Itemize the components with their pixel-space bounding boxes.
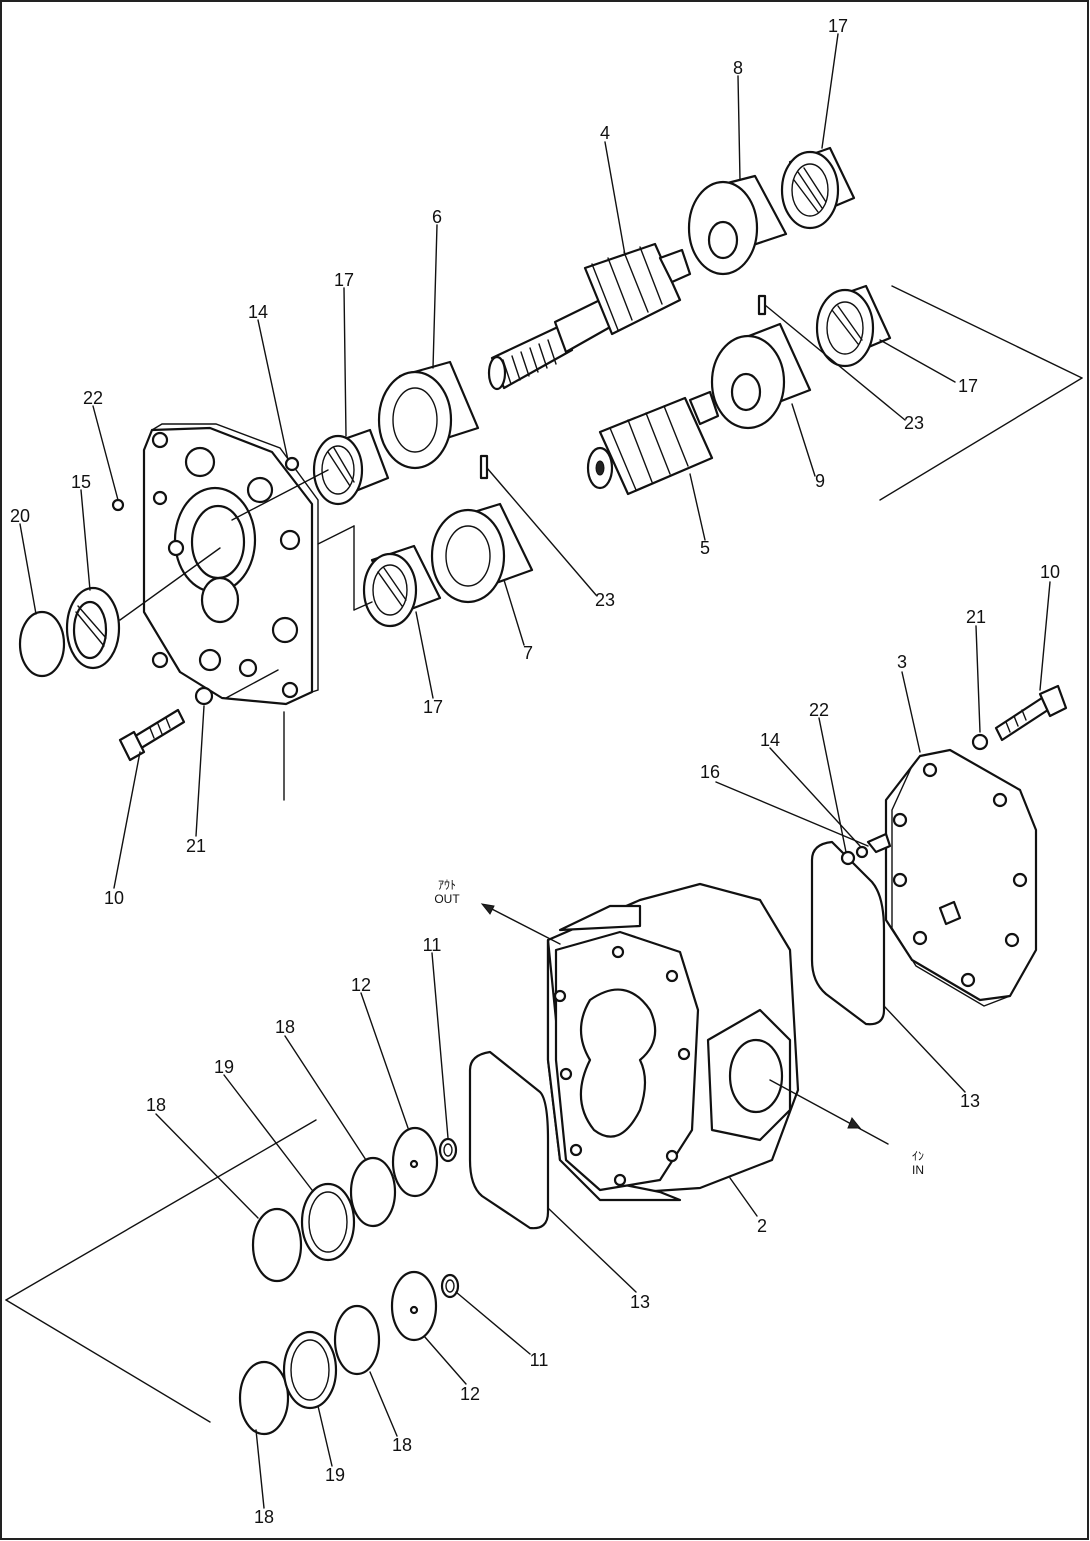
port-out-label: OUT bbox=[434, 892, 460, 906]
plug-part-22-left bbox=[111, 498, 125, 512]
drive-gear-shaft-part-4 bbox=[487, 242, 692, 391]
plug-part-22-right bbox=[840, 850, 856, 866]
callout-13b: 13 bbox=[630, 1292, 650, 1312]
callout-21a: 21 bbox=[186, 836, 206, 856]
callout-2: 2 bbox=[757, 1216, 767, 1236]
callout-11a: 11 bbox=[423, 935, 442, 955]
needle-bearing-part-17-right bbox=[815, 284, 892, 368]
callout-14b: 14 bbox=[760, 730, 780, 750]
callout-18c: 18 bbox=[392, 1435, 412, 1455]
callout-10a: 10 bbox=[104, 888, 124, 908]
port-out-jp-label: ｱｳﾄ bbox=[438, 878, 456, 892]
backup-ring-part-18-c bbox=[238, 1360, 290, 1436]
bushing-part-8 bbox=[687, 174, 788, 276]
callout-5: 5 bbox=[700, 538, 710, 558]
callout-22b: 22 bbox=[809, 700, 829, 720]
bushing-part-9 bbox=[710, 322, 812, 430]
o-ring-part-14-left bbox=[284, 456, 300, 472]
seal-part-19-a bbox=[300, 1182, 356, 1262]
callout-4: 4 bbox=[600, 123, 610, 143]
bolt-part-10-right bbox=[994, 684, 1068, 742]
in-arrow-icon bbox=[847, 1117, 862, 1129]
oil-seal-part-15 bbox=[65, 586, 121, 670]
port-in-jp-label: ｲﾝ bbox=[912, 1149, 924, 1163]
callout-8: 8 bbox=[733, 58, 743, 78]
callout-18d: 18 bbox=[254, 1507, 274, 1527]
gasket-part-13-front bbox=[468, 1050, 550, 1230]
bolt-part-10-left bbox=[118, 708, 186, 762]
callout-22a: 22 bbox=[83, 388, 103, 408]
callout-23b: 23 bbox=[595, 590, 615, 610]
callout-3: 3 bbox=[897, 652, 907, 672]
callout-20: 20 bbox=[10, 506, 30, 526]
callout-18b: 18 bbox=[146, 1095, 166, 1115]
callout-15: 15 bbox=[71, 472, 91, 492]
callout-17d: 17 bbox=[423, 697, 443, 717]
leader-lines bbox=[5, 33, 1083, 1509]
dowel-pin-part-23-a bbox=[479, 454, 489, 480]
bushing-part-6 bbox=[377, 360, 480, 470]
callout-18a: 18 bbox=[275, 1017, 295, 1037]
wear-plate-part-12-a bbox=[391, 1126, 439, 1198]
needle-bearing-part-17-mid bbox=[312, 428, 390, 506]
callout-17a: 17 bbox=[828, 16, 848, 36]
backup-ring-part-18-d bbox=[333, 1304, 381, 1376]
callout-9: 9 bbox=[815, 471, 825, 491]
check-valve-part-16 bbox=[866, 832, 892, 854]
snap-ring-part-20 bbox=[18, 610, 66, 678]
callout-14a: 14 bbox=[248, 302, 268, 322]
callout-21b: 21 bbox=[966, 607, 986, 627]
callout-12b: 12 bbox=[460, 1384, 480, 1404]
callout-12a: 12 bbox=[351, 975, 371, 995]
callout-16: 16 bbox=[700, 762, 720, 782]
needle-bearing-part-17-low bbox=[362, 544, 442, 628]
washer-part-21-left bbox=[194, 686, 214, 706]
backup-ring-part-18-a bbox=[251, 1207, 303, 1283]
rear-cover-part-3 bbox=[884, 748, 1038, 1007]
callout-11b: 11 bbox=[530, 1350, 549, 1370]
callout-17c: 17 bbox=[958, 376, 978, 396]
callout-10b: 10 bbox=[1040, 562, 1060, 582]
callout-labels: 1784617142215201723952371721101021322141… bbox=[10, 16, 1060, 1527]
seal-part-19-b bbox=[282, 1330, 338, 1410]
callout-23a: 23 bbox=[904, 413, 924, 433]
out-arrow-icon bbox=[480, 903, 495, 915]
seal-cap-part-11-a bbox=[438, 1137, 458, 1163]
driven-gear-part-5 bbox=[586, 390, 720, 496]
callout-6: 6 bbox=[432, 207, 442, 227]
washer-part-21-right bbox=[971, 733, 989, 751]
callout-19a: 19 bbox=[214, 1057, 234, 1077]
callout-19b: 19 bbox=[325, 1465, 345, 1485]
port-in-label: IN bbox=[912, 1163, 924, 1177]
needle-bearing-part-17-top bbox=[780, 146, 856, 230]
callout-7: 7 bbox=[523, 643, 533, 663]
seal-cap-part-11-b bbox=[440, 1273, 460, 1299]
gasket-part-13-rear bbox=[810, 840, 886, 1026]
pump-housing-part-2 bbox=[546, 882, 800, 1202]
wear-plate-part-12-b bbox=[390, 1270, 438, 1342]
backup-ring-part-18-b bbox=[349, 1156, 397, 1228]
bushing-part-7 bbox=[430, 502, 534, 604]
callout-17b: 17 bbox=[334, 270, 354, 290]
dowel-pin-part-23-b bbox=[757, 294, 767, 316]
o-ring-part-14-right bbox=[855, 845, 869, 859]
callout-13a: 13 bbox=[960, 1091, 980, 1111]
